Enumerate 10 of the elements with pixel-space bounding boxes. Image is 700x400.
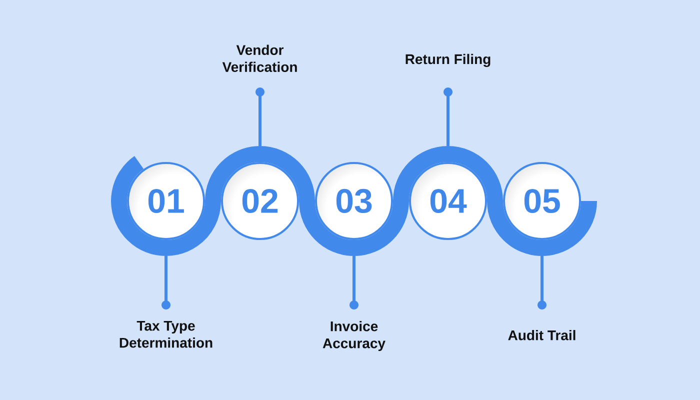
step-label: Return Filing [406,54,490,67]
leader-line [350,256,358,310]
step-label: Invoice Accuracy [322,321,386,352]
step-label: Vendor Verification [222,44,297,72]
leader-line [444,88,452,146]
leader-line [538,256,546,310]
leader-line [162,256,170,310]
leader-line [256,88,264,146]
step-label: Tax Type Determination [120,321,212,348]
step-label: Audit Trail [508,330,576,340]
